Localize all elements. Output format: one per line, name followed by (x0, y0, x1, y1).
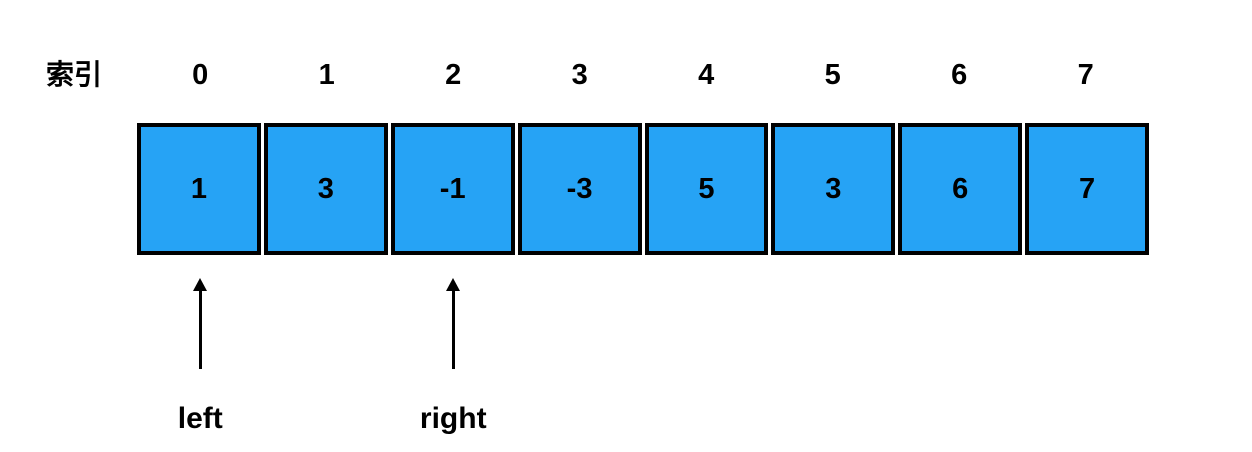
index-number: 4 (698, 59, 715, 91)
array-cell: 6 (898, 123, 1023, 255)
index-axis-label: 索引 (46, 59, 103, 90)
array-cell: 3 (771, 123, 896, 255)
pointer-label: right (419, 402, 487, 435)
index-number: 7 (1077, 59, 1094, 91)
index-number: 3 (571, 59, 588, 91)
index-number: 5 (824, 59, 841, 91)
array-cell: -1 (390, 123, 515, 255)
array-cell: 3 (263, 123, 388, 255)
index-number-row: 0 1 2 3 4 5 6 7 (137, 58, 1149, 92)
arrow-line (451, 291, 455, 369)
cell-value: 3 (825, 172, 842, 205)
array-cell: 7 (1025, 123, 1149, 255)
cell-value: 7 (1078, 172, 1096, 205)
pointer-right: right (393, 278, 513, 436)
cell-value: -1 (439, 172, 466, 205)
index-number: 1 (318, 59, 335, 91)
index-number: 0 (192, 59, 209, 91)
index-number: 6 (951, 59, 968, 91)
array-cell: 5 (644, 123, 769, 255)
cell-value: 6 (952, 172, 969, 205)
cell-value: 1 (190, 172, 207, 205)
cell-value: 3 (317, 172, 334, 205)
up-arrow-icon (446, 278, 461, 291)
pointer-label: left (177, 402, 223, 435)
array-cell: -3 (517, 123, 642, 255)
array-cell: 1 (137, 123, 261, 255)
arrow-line (198, 291, 202, 369)
pointer-left: left (140, 278, 260, 436)
up-arrow-icon (193, 278, 208, 291)
cell-value: 5 (698, 172, 715, 205)
index-number: 2 (445, 59, 462, 91)
cell-value: -3 (566, 172, 593, 205)
array-cell-row: 1 3 -1 -3 5 3 6 7 (137, 123, 1149, 255)
